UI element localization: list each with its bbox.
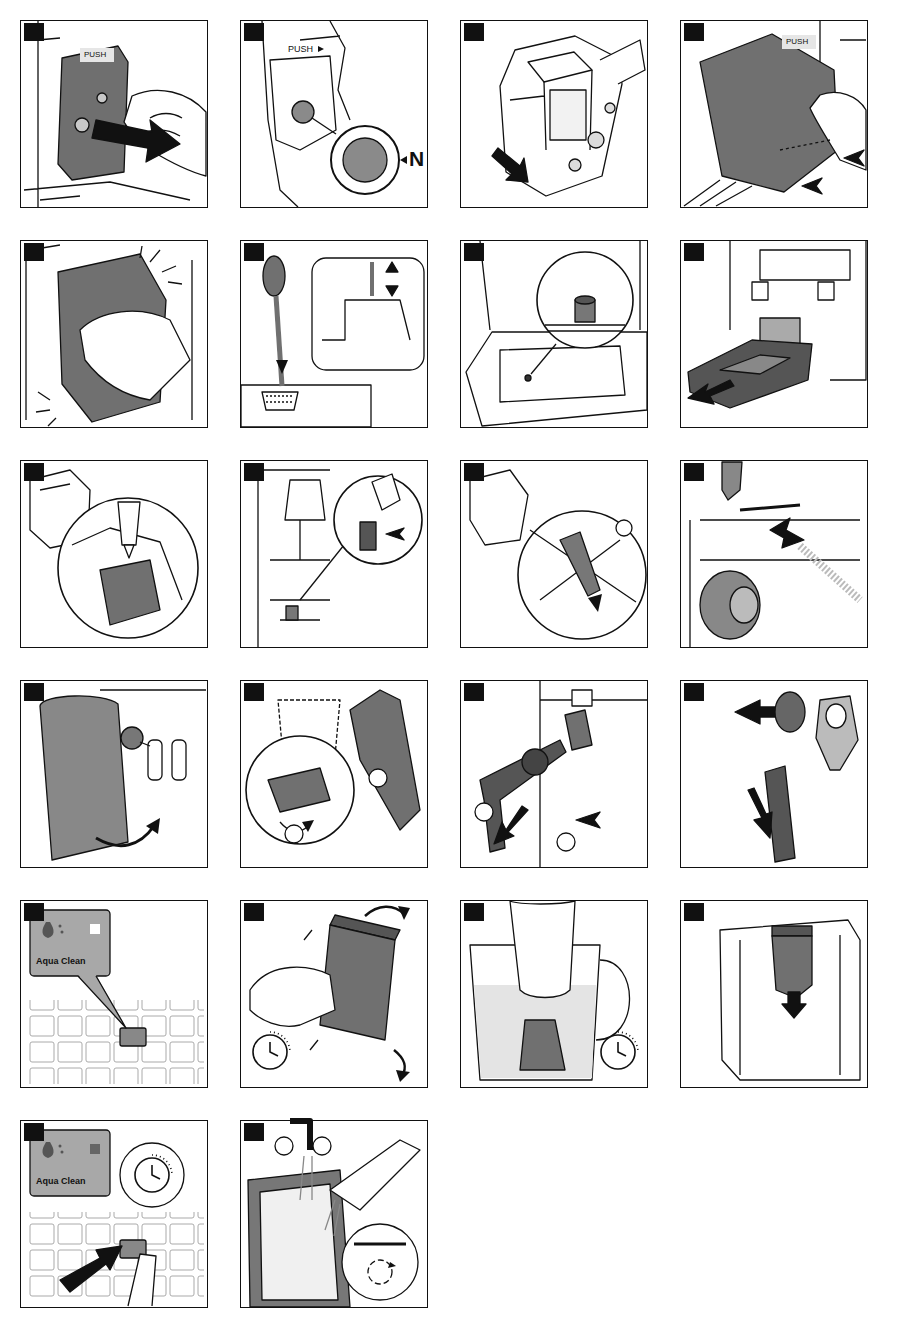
aqua-clean-label: Aqua Clean xyxy=(36,1176,86,1186)
drawings xyxy=(24,21,866,1307)
panel-frames xyxy=(21,21,868,1308)
step-tags xyxy=(24,23,704,1141)
push-label: PUSH xyxy=(84,50,106,59)
position-marker: N xyxy=(409,147,424,171)
push-label: PUSH xyxy=(786,37,808,46)
aqua-clean-label: Aqua Clean xyxy=(36,956,86,966)
push-label: PUSH xyxy=(288,44,313,54)
